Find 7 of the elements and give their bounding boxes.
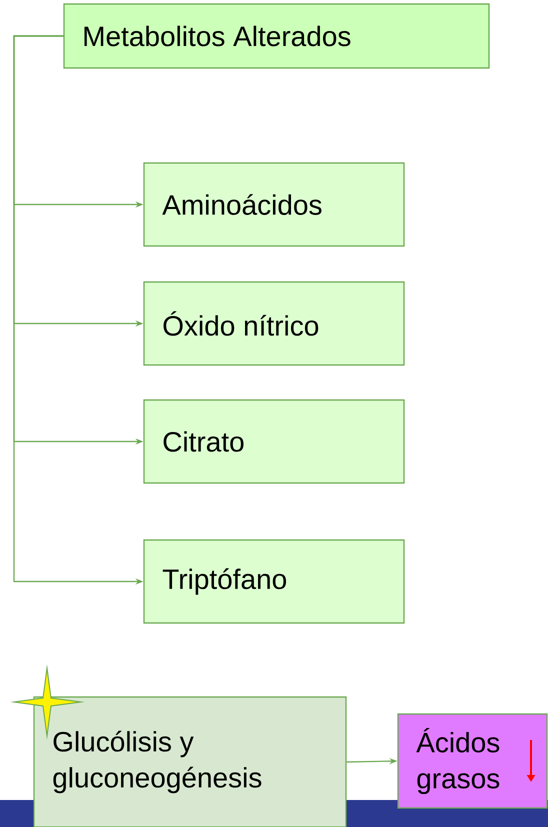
process-box: Glucólisis y gluconeogénesis: [33, 696, 347, 827]
item-box: Triptófano: [143, 539, 405, 624]
item-box: Óxido nítrico: [143, 281, 405, 366]
item-box: Citrato: [143, 399, 405, 484]
heading-box: Metabolitos Alterados: [63, 3, 490, 69]
item-box: Aminoácidos: [143, 162, 405, 247]
result-box: Ácidos grasos: [397, 713, 548, 809]
